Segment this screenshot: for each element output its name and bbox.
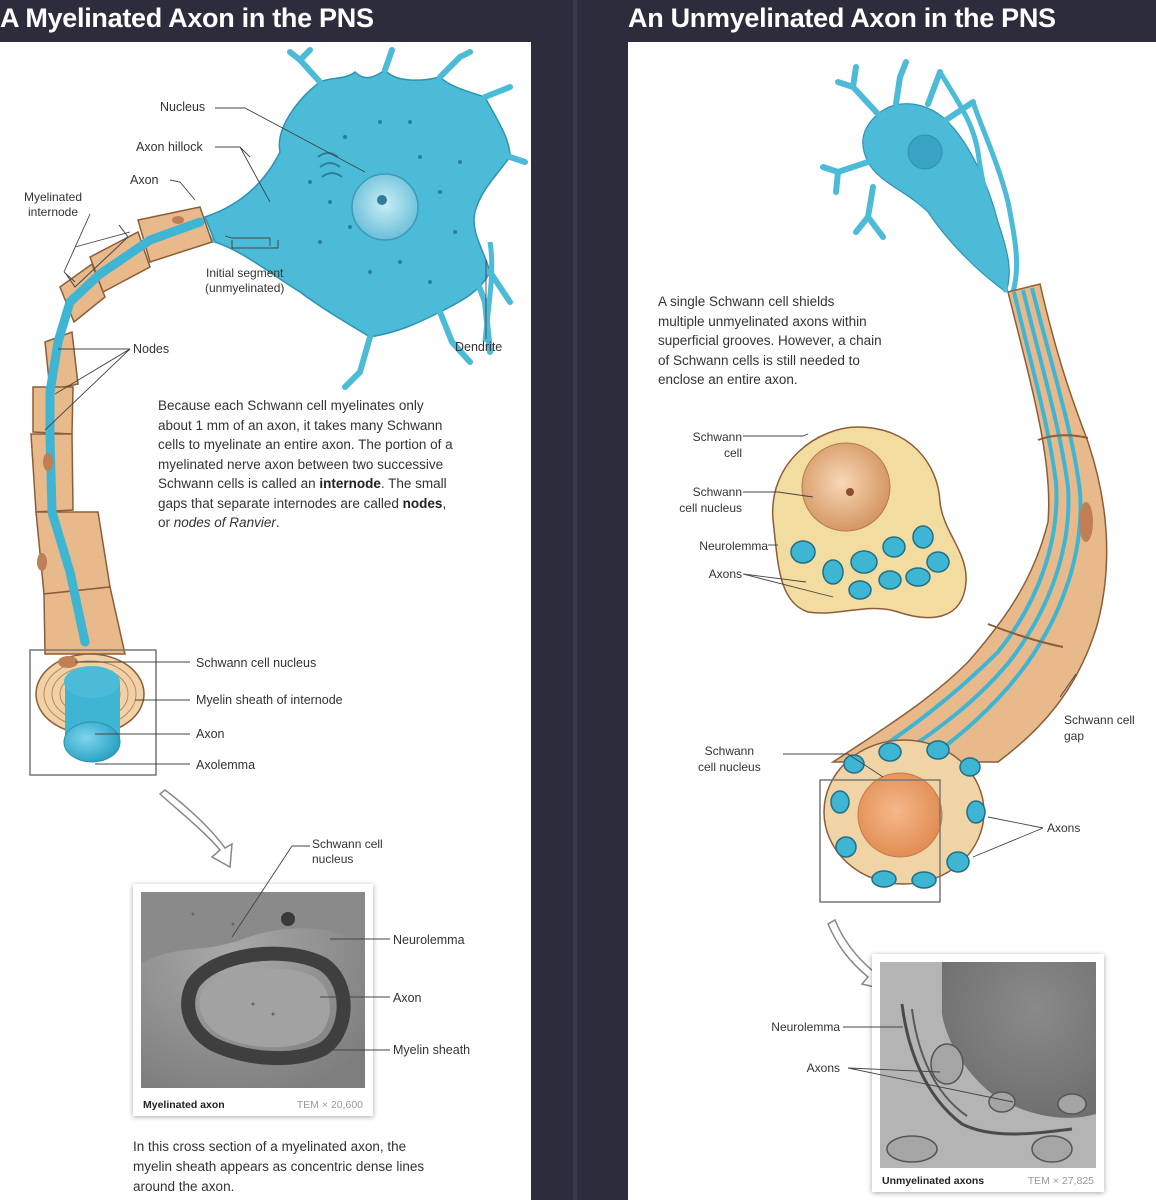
label-schwann-cell-gap: Schwann cell gap xyxy=(1064,713,1135,743)
myelin-cross-section xyxy=(35,653,145,763)
label-micro-schwann-nucleus: Schwann cell nucleus xyxy=(312,837,383,866)
label-nodes: Nodes xyxy=(133,342,170,356)
label-micro-neurolemma: Neurolemma xyxy=(771,1020,840,1034)
label-schwann-cell-nucleus-inset: Schwann cell nucleus xyxy=(679,485,742,515)
label-micro-axons: Axons xyxy=(806,1061,840,1075)
label-axons-inset: Axons xyxy=(708,567,742,581)
label-axon-cross-section: Axon xyxy=(196,727,225,741)
myelination-explanation: Because each Schwann cell myelinates onl… xyxy=(158,398,453,530)
unmyelinated-explanation: A single Schwann cell shields multiple u… xyxy=(658,294,882,387)
unmyelinated-cross-section xyxy=(823,739,986,889)
micrograph-magnification: TEM × 27,825 xyxy=(1027,1175,1094,1187)
myelinated-neuron-illustration xyxy=(29,47,528,869)
label-micro-axon: Axon xyxy=(393,991,422,1005)
label-micro-neurolemma: Neurolemma xyxy=(393,933,465,947)
left-panel-title: A Myelinated Axon in the PNS xyxy=(0,3,374,33)
right-panel-title: An Unmyelinated Axon in the PNS xyxy=(628,3,1056,33)
label-myelin-sheath-internode: Myelin sheath of internode xyxy=(196,693,343,707)
cell-body xyxy=(820,59,1020,293)
micrograph-caption: Unmyelinated axons xyxy=(882,1175,985,1187)
panel-divider xyxy=(573,0,577,1200)
label-schwann-cell-nucleus: Schwann cell nucleus xyxy=(698,744,761,774)
nucleus-shape xyxy=(351,173,419,241)
myelinated-micrograph: Myelinated axon TEM × 20,600 xyxy=(133,884,373,1116)
label-schwann-cell-nucleus: Schwann cell nucleus xyxy=(196,656,317,670)
micrograph-magnification: TEM × 20,600 xyxy=(296,1099,363,1111)
label-axolemma: Axolemma xyxy=(196,758,256,772)
micrograph-image xyxy=(880,962,1096,1168)
schwann-cell-inset xyxy=(772,426,967,619)
label-axons: Axons xyxy=(1047,821,1081,835)
label-micro-myelin-sheath: Myelin sheath xyxy=(393,1043,471,1057)
axon-core xyxy=(45,217,205,647)
label-neurolemma-inset: Neurolemma xyxy=(699,539,768,553)
micrograph-description: In this cross section of a myelinated ax… xyxy=(133,1139,425,1194)
myelinated-axon-panel: Nucleus Axon hillock Axon Myelinated int… xyxy=(0,42,531,1200)
micrograph-image xyxy=(141,892,365,1088)
cell-body xyxy=(204,47,528,390)
label-initial-segment: Initial segment (unmyelinated) xyxy=(205,266,285,295)
label-axon-hillock: Axon hillock xyxy=(136,140,203,154)
micrograph-caption: Myelinated axon xyxy=(143,1099,225,1111)
unmyelinated-neuron-illustration xyxy=(742,59,1108,990)
label-axon: Axon xyxy=(130,173,159,187)
label-dendrite: Dendrite xyxy=(455,340,503,354)
unmyelinated-micrograph: Unmyelinated axons TEM × 27,825 xyxy=(872,954,1104,1192)
label-schwann-cell: Schwann cell xyxy=(692,430,742,460)
unmyelinated-axon-panel: A single Schwann cell shields multiple u… xyxy=(628,42,1156,1200)
label-myelinated-internode: Myelinated internode xyxy=(24,190,83,219)
label-nucleus: Nucleus xyxy=(160,100,206,114)
schwann-cell-chain xyxy=(830,283,1108,764)
curved-arrow-icon xyxy=(158,789,233,869)
